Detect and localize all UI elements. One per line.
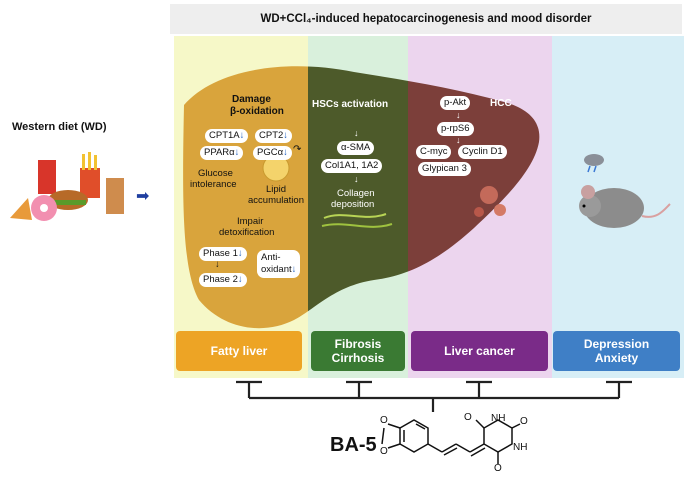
phase2-pill: Phase 2↓	[199, 273, 247, 287]
cpt1a-pill: CPT1A↓	[205, 129, 249, 143]
fatty-liver-label: Fatty liver	[176, 331, 302, 371]
compound-o1: O	[380, 415, 388, 426]
glucose-text: Glucose	[198, 168, 233, 179]
phase1-pill: Phase 1↓	[199, 247, 247, 261]
compound-nh1: NH	[491, 413, 506, 424]
depressed-mouse-image	[579, 154, 671, 228]
damage-text: Damage	[232, 94, 271, 105]
hsc-activation-text: HSCs activation	[312, 99, 389, 110]
down-arrow-icon: ↓	[354, 128, 359, 138]
cmyc-pill: C-myc	[416, 145, 452, 159]
compound-o4: O	[520, 416, 528, 427]
col1a1-pill: Col1A1, 1A2	[321, 159, 383, 173]
prps6-pill: p-rpS6	[437, 122, 474, 136]
western-diet-label: Western diet (WD)	[12, 121, 107, 133]
detoxification-text: detoxification	[219, 227, 275, 238]
glypican3-pill: Glypican 3	[418, 162, 471, 176]
liver-cancer-label: Liver cancer	[411, 331, 548, 371]
compound-o3: O	[464, 412, 472, 423]
antioxidant-pill: Anti-oxidant↓	[257, 250, 301, 278]
fast-food-image	[10, 152, 124, 221]
intolerance-text: intolerance	[190, 179, 237, 190]
asma-pill: α-SMA	[337, 141, 375, 155]
impair-text: Impair	[237, 216, 264, 227]
cpt2-pill: CPT2↓	[255, 129, 293, 143]
down-arrow-icon: ↓	[456, 135, 461, 145]
down-arrow-icon: ↓	[456, 110, 461, 120]
curved-arrow-icon: ↷	[293, 144, 302, 155]
phase-arrow-icon: ↓	[215, 259, 220, 270]
compound-nh2: NH	[513, 442, 528, 453]
deposition-text: deposition	[331, 199, 375, 210]
beta-oxidation-text: β-oxidation	[230, 106, 284, 117]
pgca-pill: PGCα↓	[253, 146, 292, 160]
cyclin-d1-pill: Cyclin D1	[458, 145, 507, 159]
lipid-text: Lipid	[266, 184, 287, 195]
ppara-pill: PPARα↓	[200, 146, 244, 160]
accumulation-text: accumulation	[248, 195, 304, 206]
pakt-pill: p-Akt	[440, 96, 471, 110]
hcc-text: HCC	[490, 98, 512, 109]
down-arrow-icon: ↓	[354, 174, 359, 184]
compound-o5: O	[494, 463, 502, 474]
diagram-title: WD+CCl₄-induced hepatocarcinogenesis and…	[170, 4, 682, 34]
compound-name: BA-5	[330, 434, 377, 456]
compound-o2: O	[380, 446, 388, 457]
arrow-right-icon: ➡	[136, 188, 150, 205]
collagen-text: Collagen	[337, 188, 375, 199]
